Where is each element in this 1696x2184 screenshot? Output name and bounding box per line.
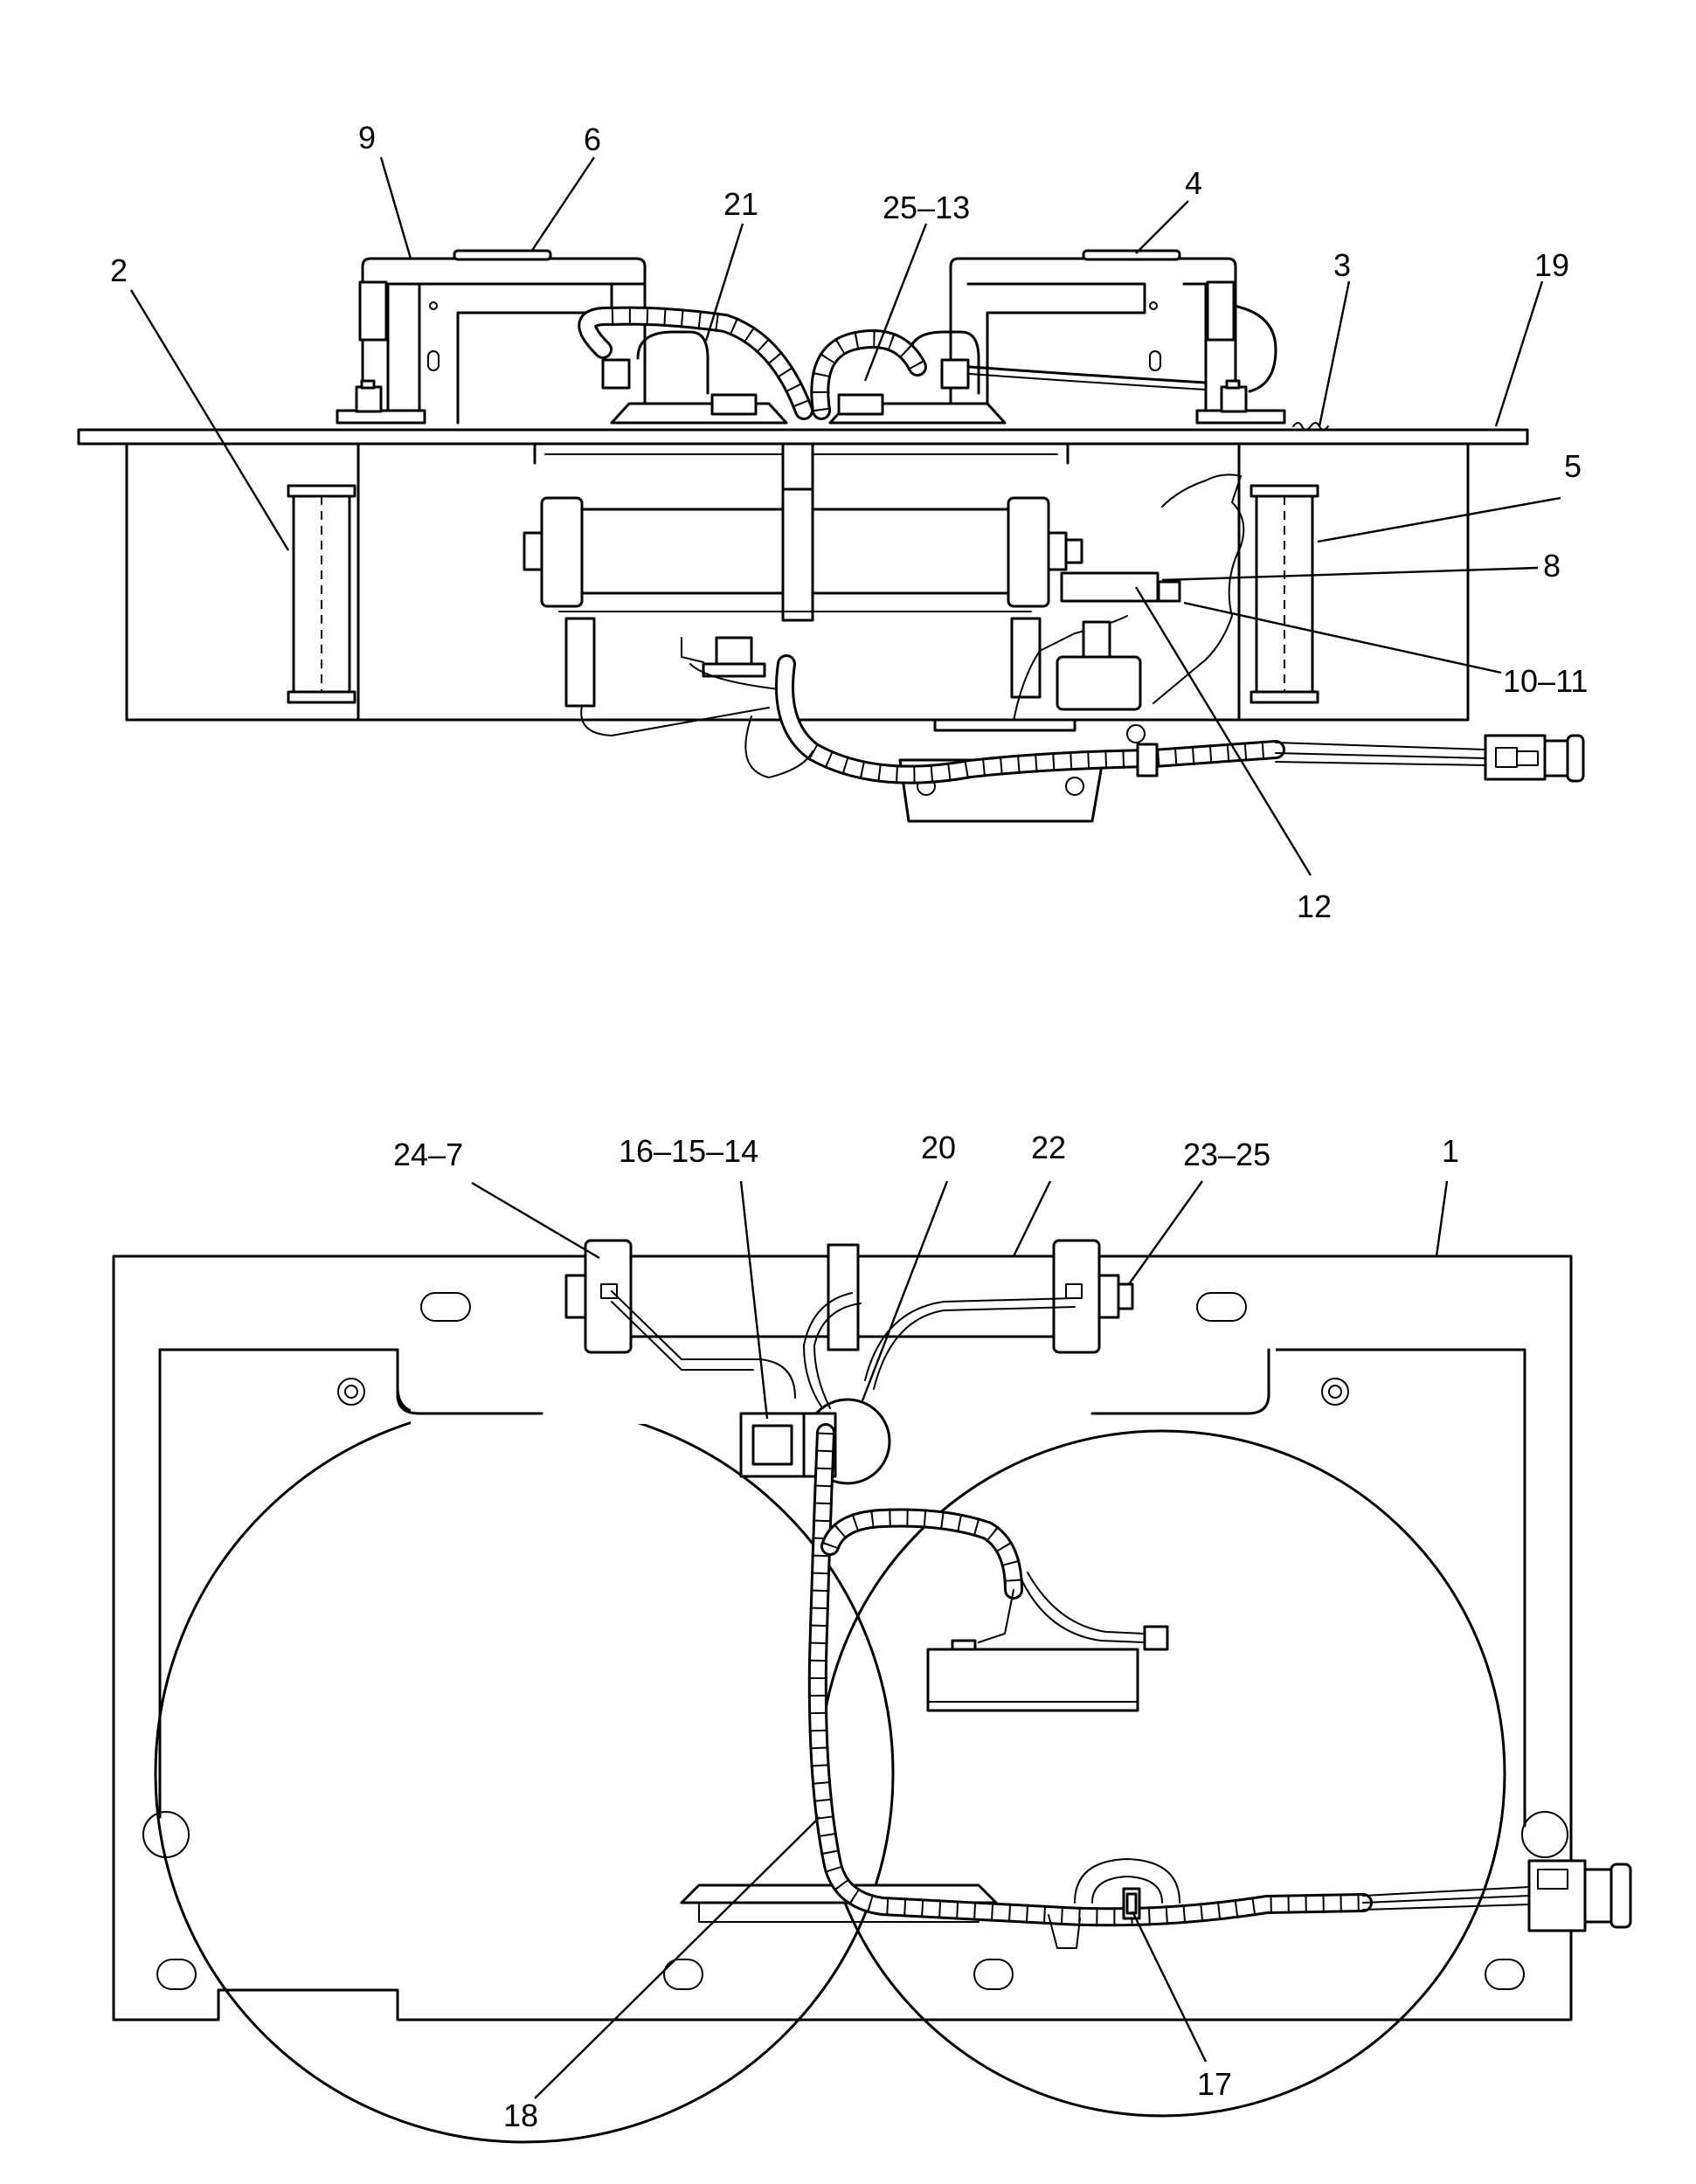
callout-4: 4: [1185, 165, 1202, 201]
callout-24-7: 24–7: [393, 1137, 463, 1172]
slot-hole: [1196, 1292, 1247, 1322]
mount-hole: [1521, 1811, 1568, 1858]
mount-hole: [337, 1378, 365, 1406]
right-solenoid: [949, 249, 1286, 425]
cutaway-section: [1013, 473, 1245, 722]
callout-9: 9: [358, 120, 376, 156]
bottom-leaders: [471, 1180, 1449, 2099]
callout-17: 17: [1197, 2066, 1232, 2102]
bottom-callouts: 24–7 16–15–14 20 22 23–25 1 18 17: [393, 1130, 1459, 2133]
left-roller: [287, 484, 357, 704]
callout-25-13: 25–13: [883, 190, 970, 225]
callout-20: 20: [921, 1130, 956, 1165]
callout-21: 21: [723, 186, 758, 222]
callout-12: 12: [1297, 888, 1332, 924]
mount-hole: [1321, 1378, 1349, 1406]
callout-5: 5: [1564, 448, 1582, 484]
mount-hole: [142, 1811, 190, 1858]
right-fan-opening: [818, 1429, 1506, 2118]
cylinder-assembly: [523, 442, 1083, 708]
callout-3: 3: [1333, 247, 1351, 283]
top-leaders: [129, 156, 1561, 876]
plan-view: [112, 1239, 1632, 2144]
slot-hole: [420, 1292, 471, 1322]
callout-18: 18: [503, 2098, 538, 2133]
callout-6: 6: [584, 121, 601, 157]
base-plate: [112, 1254, 1573, 2022]
plan-cylinder: [564, 1239, 1134, 1354]
callout-22: 22: [1031, 1130, 1066, 1165]
left-fan-opening: [154, 1403, 895, 2144]
callout-23-25: 23–25: [1183, 1137, 1270, 1172]
side-elevation-view: [77, 249, 1585, 823]
callout-2: 2: [110, 252, 128, 288]
mounting-plate: [77, 428, 1529, 446]
callout-16-15-14: 16–15–14: [619, 1133, 758, 1169]
callout-10-11: 10–11: [1503, 663, 1588, 699]
callout-1: 1: [1442, 1133, 1459, 1169]
callout-8: 8: [1543, 548, 1561, 584]
top-callouts: 2 9 6 21 25–13 4 3 19 5 8 10–11 12: [110, 120, 1588, 924]
right-roller: [1250, 484, 1319, 704]
callout-19: 19: [1534, 247, 1569, 283]
